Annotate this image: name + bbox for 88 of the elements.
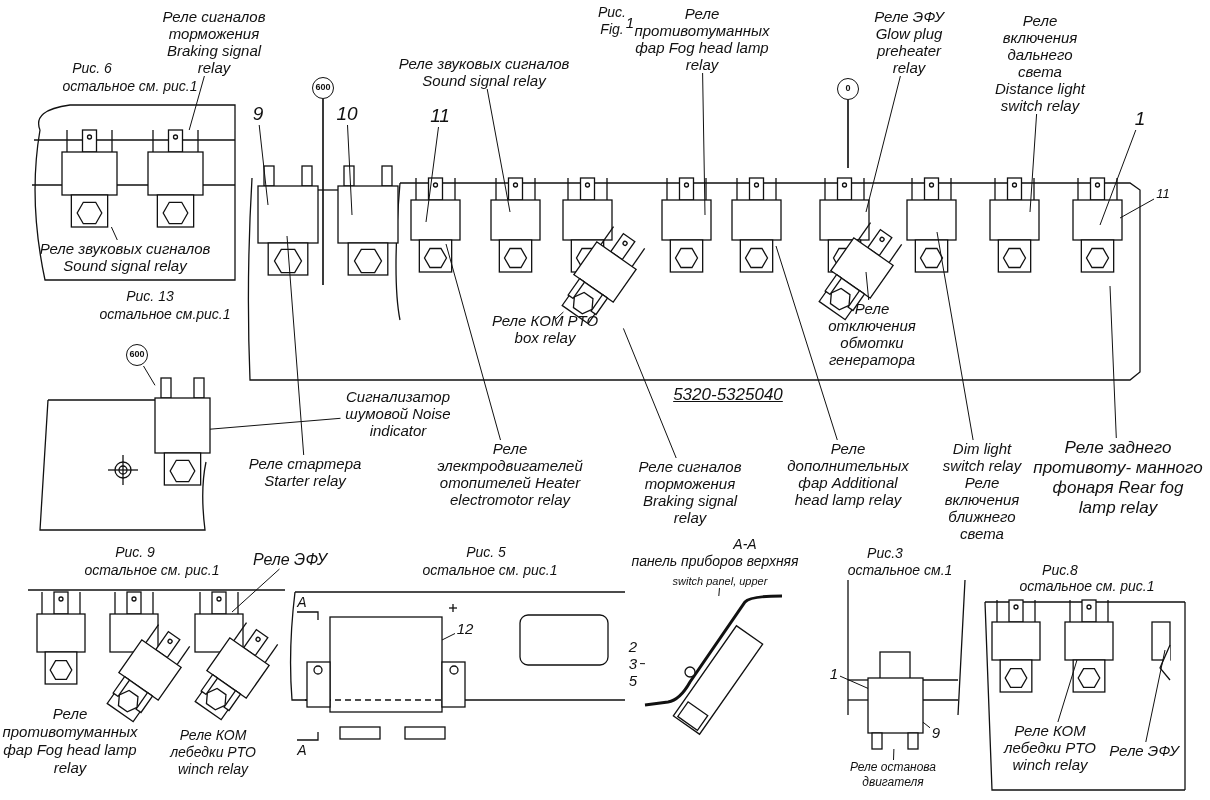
leader-line [445, 243, 501, 441]
leader-line [702, 72, 706, 216]
figure-label: Рис. 13 [125, 288, 175, 305]
figure-label: Рис.3 [866, 545, 904, 562]
figure-label: Fig. [599, 21, 625, 38]
leader-line [188, 75, 205, 131]
relay-symbol [154, 377, 211, 486]
leader-line [209, 417, 341, 430]
callout-number: 9 [250, 103, 266, 125]
callout-text: Реле КОМ лебедки PTO winch relay [168, 727, 257, 778]
figure-number: 1 [625, 14, 635, 32]
callout-text: Реле звуковых сигналов Sound signal relay [384, 55, 584, 89]
leader-line [639, 663, 646, 665]
leader-line [1119, 198, 1155, 219]
callout-text: Реле отключения обмотки генератора [822, 300, 922, 368]
callout-text: Реле заднего противоту- манного фонаря Rear fog lamp relay [1033, 438, 1203, 518]
leader-line [1145, 649, 1166, 743]
leader-line [441, 633, 456, 641]
callout-number: 11 [1154, 186, 1172, 202]
section-mark: A [296, 594, 308, 611]
note-text: остальное см. рис.1 [1018, 578, 1156, 595]
leader-line [839, 675, 869, 689]
leader-line [1029, 113, 1038, 213]
relay-symbol [147, 129, 204, 228]
relay-symbol [61, 129, 118, 228]
callout-text: Реле сигналов торможения Braking signal relay [159, 8, 269, 76]
section-label: A-A [732, 536, 758, 553]
note-text: остальное см. рис.1 [421, 562, 559, 579]
leader-line [286, 235, 305, 456]
leader-line [143, 365, 156, 386]
callout-text: Реле останова двигателя [838, 760, 948, 790]
leader-line [347, 124, 353, 216]
callout-number: 10 [335, 103, 359, 125]
leader-line [258, 124, 269, 206]
figure-label: Рис. 5 [465, 544, 507, 561]
callout-number: 11 [428, 105, 452, 127]
note-text: остальное см.рис.1 [98, 306, 232, 323]
leader-line [1099, 129, 1137, 226]
section-drawing [643, 594, 784, 736]
leader-line [555, 311, 564, 320]
leader-line [865, 271, 870, 301]
callout-text: Реле ЭФУ [250, 550, 330, 569]
callout-text: Сигнализатор шумовой Noise indicator [340, 388, 456, 439]
leader-line [1109, 285, 1117, 439]
note-text: остальное см. рис.1 [61, 78, 199, 95]
section-mark: A [296, 742, 308, 759]
part-number: 5320-5325040 [672, 385, 784, 405]
callout-text: Реле звуковых сигналов Sound signal relay [25, 240, 225, 274]
relay-symbol [867, 651, 924, 750]
leader-line [922, 721, 931, 729]
callout-text: Реле дополнительных фар Additional head lamp relay [785, 440, 911, 508]
note-text: остальное см. рис.1 [83, 562, 221, 579]
callout-number: 9 [930, 724, 942, 741]
callout-text: Реле КОМ PTO box relay [490, 312, 600, 346]
figure-label: Рис.8 [1041, 562, 1079, 579]
callout-number: 1 [828, 665, 840, 682]
leader-line [893, 748, 895, 761]
callout-text: Реле КОМ лебедки PTO winch relay [1000, 722, 1100, 773]
callout-text: Dim light switch relay Реле включения ближнего света [932, 440, 1032, 542]
callout-text: Реле ЭФУ [1106, 742, 1182, 759]
figure-label: Рис. [597, 4, 626, 21]
leader-line [847, 99, 849, 169]
callout-number: 12 [455, 620, 475, 637]
callout-text: Реле включения дальнего света Distance light switch relay [992, 12, 1088, 114]
callout-number: 2 3 5 [626, 638, 640, 689]
leader-line [110, 226, 118, 241]
callout-text: switch panel, upper [665, 574, 775, 588]
leader-line [322, 98, 324, 286]
leader-line [718, 587, 720, 597]
leader-line [425, 126, 439, 223]
leader-line [486, 88, 511, 213]
callout-number: 1 [1133, 108, 1147, 130]
leader-line [1057, 659, 1078, 723]
leader-line [231, 568, 280, 613]
leader-line [865, 75, 901, 213]
leader-line [775, 245, 838, 441]
leader-line [622, 327, 677, 459]
figure-label: Рис. 6 [71, 60, 113, 77]
callout-text: Реле противотуманных фар Fog head lamp relay [634, 5, 770, 73]
callout-text: Реле противотуманных фар Fog head lamp relay [1, 705, 139, 777]
callout-text: Реле ЭФУ Glow plug preheater relay [868, 8, 950, 76]
callout-text: Реле стартера Starter relay [245, 455, 365, 489]
note-text: остальное см.1 [846, 562, 954, 579]
figure-label: Рис. 9 [114, 544, 156, 561]
callout-text: Реле сигналов торможения Braking signal relay [625, 458, 755, 526]
callout-text: Реле электродвигателей отопителей Heater electromotor relay [430, 440, 590, 508]
section-title: панель приборов верхняя [630, 553, 800, 570]
leader-line [936, 231, 974, 441]
